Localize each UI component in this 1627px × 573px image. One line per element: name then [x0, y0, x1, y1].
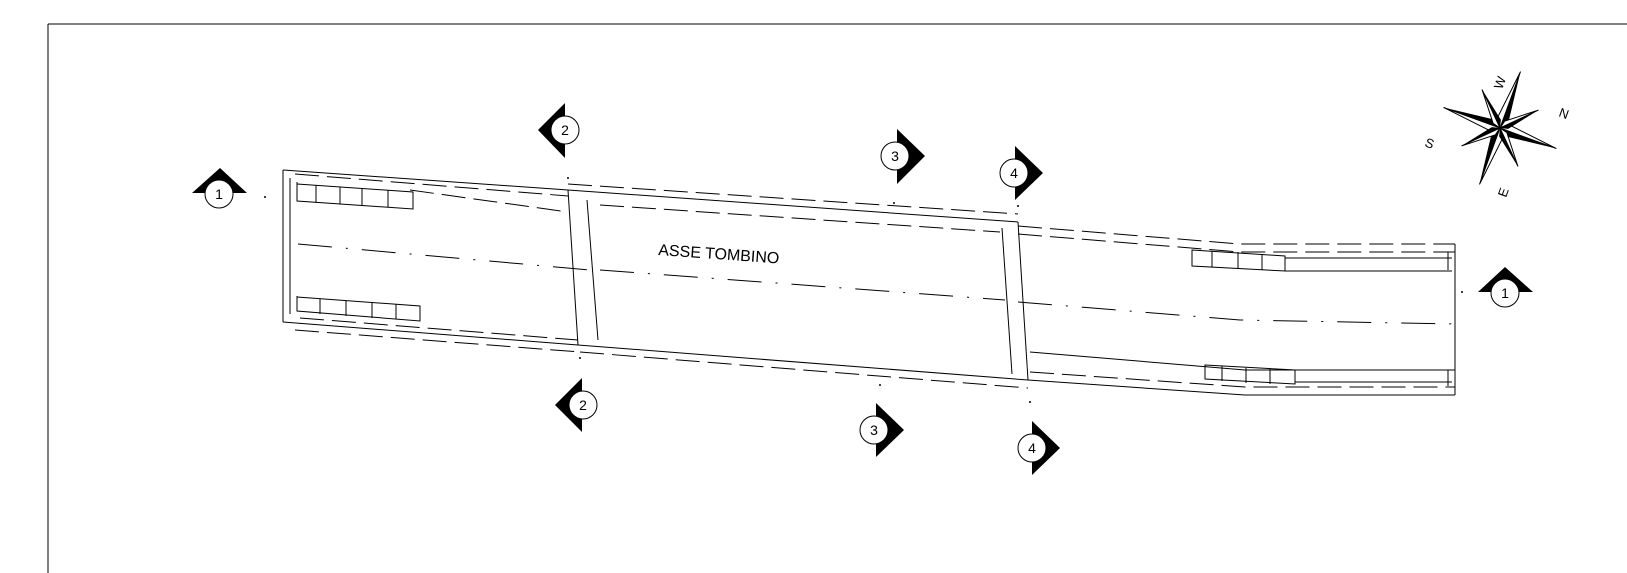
compass-label-w: W — [1491, 74, 1510, 91]
culvert-axis-label: ASSE TOMBINO — [658, 242, 780, 267]
section-marker-3-south: 3 — [859, 403, 904, 457]
section-marker-label: 3 — [891, 148, 899, 164]
section-marker-1-east: 1 — [1478, 267, 1533, 308]
road-segment-west — [282, 169, 591, 353]
section-marker-1-west: 1 — [192, 168, 247, 209]
compass-label-n: N — [1557, 105, 1571, 122]
compass-label-s: S — [1423, 135, 1437, 152]
section-marker-label: 1 — [1501, 285, 1509, 301]
section-trace-points — [264, 177, 1463, 403]
section-marker-label: 3 — [870, 422, 878, 438]
road-segment-east — [1017, 225, 1456, 396]
compass-label-e: E — [1495, 185, 1512, 199]
section-marker-label: 1 — [215, 186, 223, 202]
section-marker-2-north: 2 — [538, 103, 580, 158]
section-marker-4-north: 4 — [999, 146, 1043, 200]
culvert-structure: ASSE TOMBINO — [567, 183, 1029, 389]
compass-rose-icon — [1443, 71, 1557, 185]
section-marker-label: 4 — [1028, 440, 1036, 456]
section-marker-label: 2 — [561, 122, 569, 138]
section-marker-4-south: 4 — [1017, 421, 1060, 475]
section-marker-3-north: 3 — [880, 129, 925, 184]
section-marker-label: 4 — [1010, 165, 1018, 181]
section-marker-2-south: 2 — [555, 378, 598, 432]
section-marker-label: 2 — [579, 397, 587, 413]
sheet-border — [47, 23, 1627, 573]
